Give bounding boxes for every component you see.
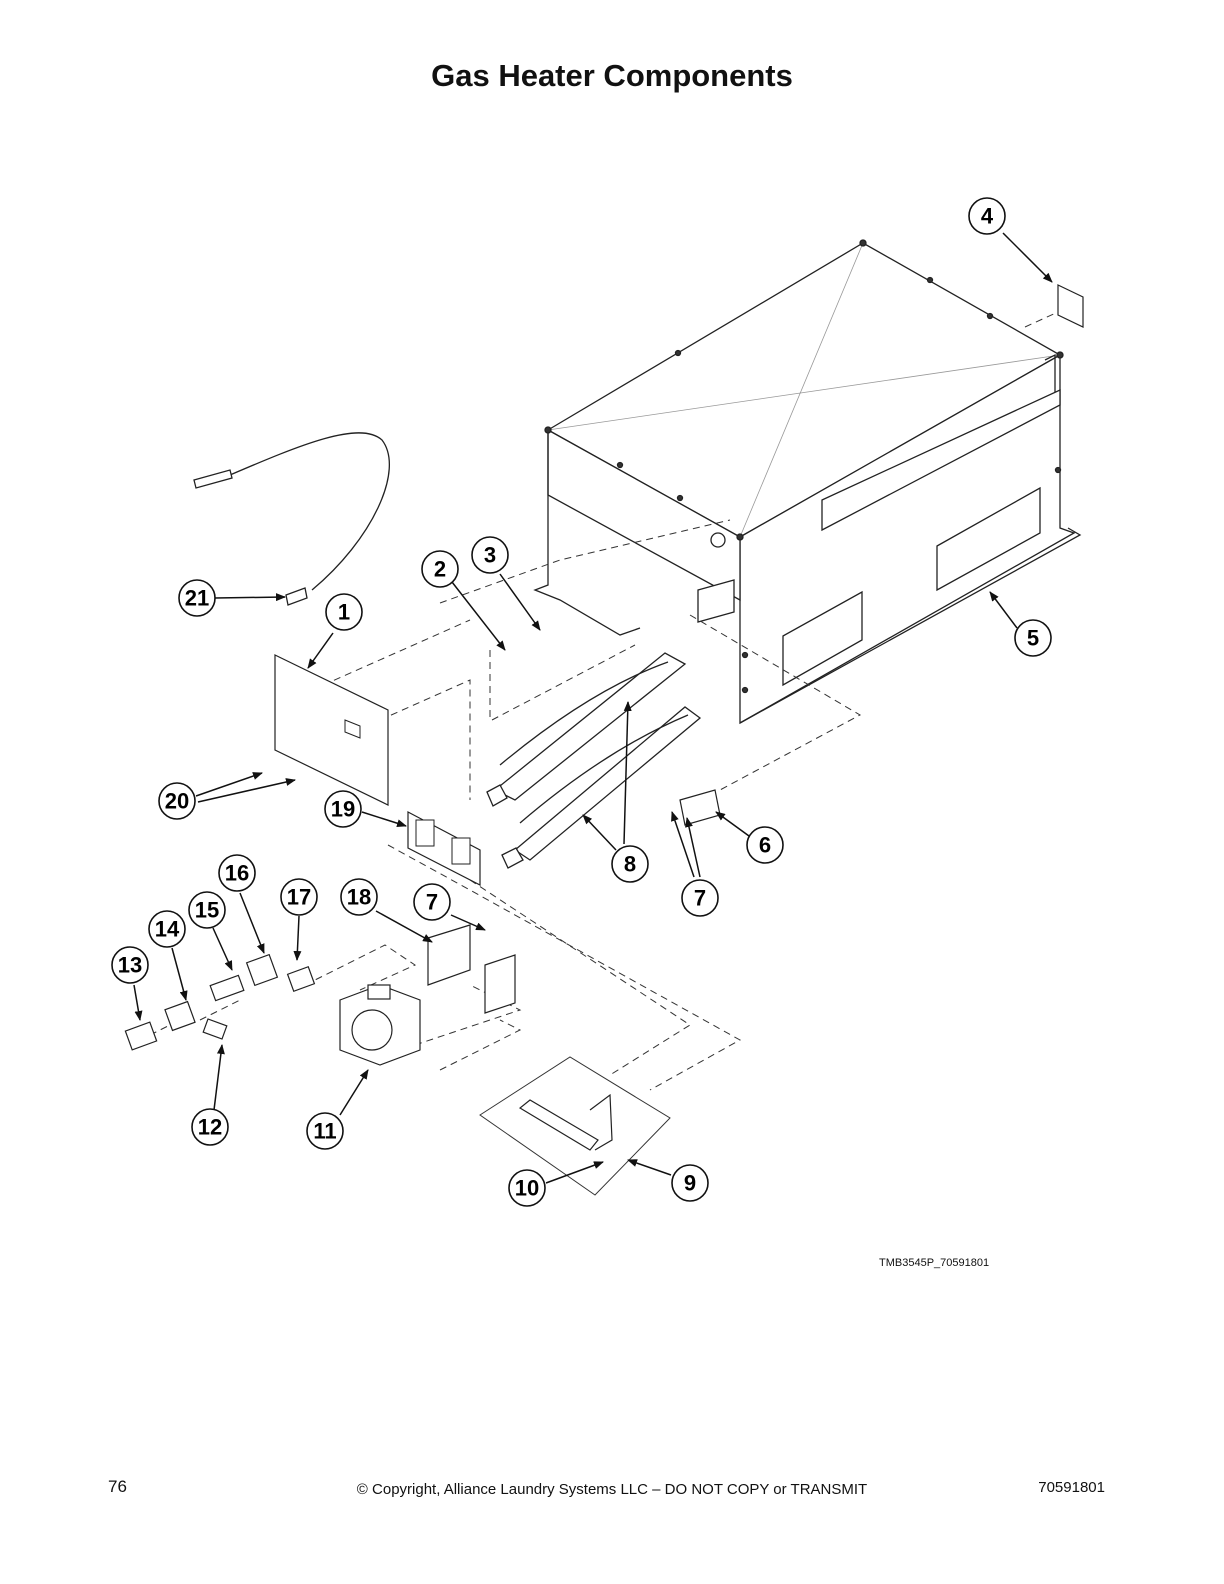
callout-4: 4 [981,204,994,229]
mounting-panel [274,654,389,806]
callout-20: 20 [165,789,189,814]
cover-plate [1057,284,1084,328]
callout-15: 15 [195,898,219,923]
callout-5: 5 [1027,626,1039,651]
heater-box [533,239,1082,725]
callout-6: 6 [759,833,771,858]
callout-1: 1 [338,600,350,625]
callout-7-left: 7 [426,890,438,915]
document-number: 70591801 [1038,1479,1105,1496]
callout-2: 2 [434,557,446,582]
callout-8: 8 [624,852,636,877]
callout-17: 17 [287,885,311,910]
callout-14: 14 [155,917,180,942]
page-number: 76 [108,1477,127,1496]
callout-circles [111,197,1052,1207]
callout-18: 18 [347,885,371,910]
spark-electrode [679,789,721,826]
callout-16: 16 [225,861,249,886]
callout-13: 13 [118,953,142,978]
callout-10: 10 [515,1176,539,1201]
callout-19: 19 [331,797,355,822]
callout-9: 9 [684,1171,696,1196]
page-title: Gas Heater Components [431,58,793,93]
copyright-notice: © Copyright, Alliance Laundry Systems LL… [356,1481,868,1498]
callout-11: 11 [313,1119,336,1144]
callout-labels: 1 2 3 4 5 6 7 7 8 9 10 11 12 13 14 15 16… [118,204,1039,1201]
callout-3: 3 [484,543,496,568]
callout-21: 21 [185,586,209,611]
pilot-assembly [479,1056,671,1196]
leader-lines [133,232,1053,1184]
callout-7-right: 7 [694,886,706,911]
drawing-code: TMB3545P_70591801 [879,1257,990,1269]
valve-bracket [427,924,471,986]
gas-valve [339,984,421,1066]
flex-cable [193,432,391,606]
pipe-fittings [124,953,316,1051]
callout-12: 12 [198,1115,222,1140]
burner-tubes [486,652,702,869]
